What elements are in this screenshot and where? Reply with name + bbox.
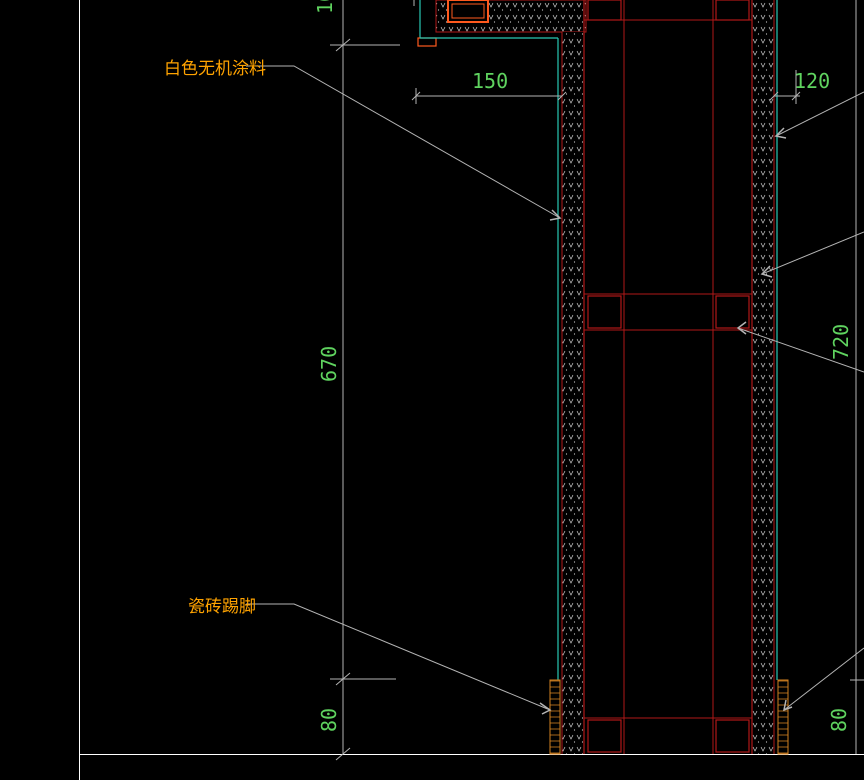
dimension-texts: 10 150 120 670 720 80 80: [313, 0, 853, 732]
drawing-frame: [79, 0, 864, 780]
leader-lines: [246, 65, 864, 715]
dim-width-right: 120: [794, 69, 830, 93]
dim-height-right: 720: [829, 324, 853, 360]
dim-base-left: 80: [317, 708, 341, 732]
label-white-inorganic-coating: 白色无机涂料: [164, 59, 266, 79]
dim-base-right: 80: [827, 708, 851, 732]
dim-top-partial: 10: [313, 0, 337, 14]
dim-width-left: 150: [472, 69, 508, 93]
annotations: 白色无机涂料 瓷砖踢脚: [164, 59, 266, 617]
ceiling-detail: [413, 0, 587, 60]
dim-height-left: 670: [317, 346, 341, 382]
wall-section: [549, 0, 789, 755]
dimension-lines: [330, 0, 864, 761]
label-tile-skirting: 瓷砖踢脚: [188, 597, 256, 617]
